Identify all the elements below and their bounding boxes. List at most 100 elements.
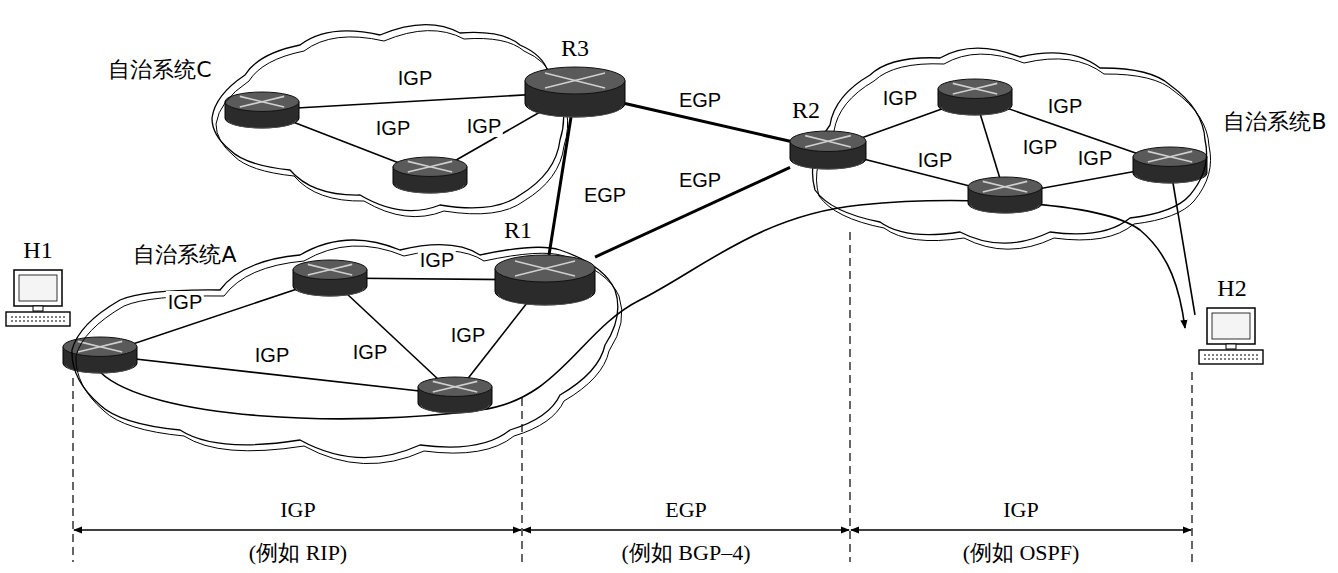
routers-part (418, 377, 492, 413)
routers-part-part (308, 264, 330, 269)
routers-part-part (393, 157, 467, 176)
routers-part-part (262, 96, 284, 101)
router-shape-part-part (828, 136, 851, 142)
link-label: EGP (582, 184, 628, 206)
device-label: R2 (792, 97, 820, 123)
as-region: 自治系统A R1 (60, 230, 630, 450)
link-label: IGP (374, 117, 412, 139)
link-label: IGP (418, 249, 456, 271)
routers-part-part (308, 270, 330, 275)
routers-part-part (225, 92, 299, 111)
router-shape-part-part (575, 73, 605, 80)
protocol-scope-label: EGP (665, 498, 707, 522)
host-computer: H1 (5, 268, 71, 330)
link-label: IGP (465, 115, 503, 137)
link-label: IGP (1021, 136, 1059, 158)
routers-part-part (100, 347, 122, 352)
routers-part (968, 177, 1042, 213)
router-shape-part-part (545, 261, 575, 268)
routers-part-part (330, 270, 352, 275)
protocol-scope-label: (例如 BGP–4) (622, 541, 751, 565)
routers-part-part (433, 381, 455, 386)
router-shape-part-part (515, 269, 545, 276)
dimension-arrows (74, 529, 1191, 530)
host-shape-part-part (1199, 350, 1263, 364)
routers-part-part (78, 347, 100, 352)
routers-part-part (240, 96, 262, 101)
host-shape-part-part (11, 321, 65, 322)
region-name: 自治系统B (1223, 110, 1326, 134)
routers-part-part (296, 288, 364, 296)
routers-part (225, 92, 299, 128)
device-label: R3 (561, 35, 589, 61)
host-shape-part-part (14, 270, 62, 306)
routers-part-part (1148, 157, 1170, 162)
host-shape-part-part (1204, 355, 1258, 356)
routers-part-part (430, 167, 452, 172)
igp-links-part (330, 278, 455, 395)
cloud-shape (100, 20, 600, 220)
egp-link (549, 117, 571, 255)
link-label: IGP (449, 324, 487, 346)
routers (63, 79, 1207, 413)
router-shape-part-part (528, 106, 622, 117)
routers-part-part (293, 260, 367, 279)
cloud-shape-part-part (212, 25, 564, 211)
cloud-shape-part-part (216, 31, 568, 217)
cloud-shape (790, 45, 1335, 240)
link-label: IGP (166, 291, 204, 313)
link-label: IGP (351, 341, 389, 363)
cloud-shape-part-part (76, 246, 622, 464)
routers-part-part (975, 83, 997, 88)
region-name: 自治系统A (133, 243, 236, 267)
router-shape-part-part (790, 131, 866, 152)
host-shape-part-part (1226, 344, 1236, 349)
device-label: H2 (1217, 275, 1246, 301)
dashed-boundaries-part (72, 378, 73, 562)
as-region: 自治系统B R2 (790, 45, 1335, 240)
dimension-arrows-part (74, 529, 521, 530)
dimension-arrows-part (851, 529, 1191, 530)
routers-part (938, 79, 1012, 115)
protocol-scope-label: (例如 OSPF) (963, 541, 1080, 565)
router-shape-part (525, 67, 625, 117)
router-shape-part-part (828, 141, 851, 147)
routers-part-part (433, 387, 455, 392)
routers-part-part (430, 161, 452, 166)
routers-part-part (396, 185, 464, 193)
routers-part-part (1005, 181, 1027, 186)
routers-part-part (1148, 151, 1170, 156)
dashed-boundaries-part (849, 232, 850, 562)
router-shape-part-part (575, 81, 605, 88)
host-shape-part-part (1212, 313, 1250, 339)
cloud-shape-part-part (817, 54, 1211, 249)
routers-part-part (262, 102, 284, 107)
host-shape-part-part (1207, 308, 1255, 344)
dashed-boundaries-part (1191, 372, 1192, 562)
routers-part-part (1170, 151, 1192, 156)
link-label: EGP (677, 89, 723, 111)
border-router: R3 (525, 67, 625, 117)
cloud-shape-part (72, 240, 622, 464)
router-shape-part (495, 255, 595, 305)
igp-links-part (1170, 165, 1195, 315)
host-shape (5, 268, 71, 330)
host-shape-part-part (6, 312, 70, 326)
routers-part-part (983, 181, 1005, 186)
routers-part (1133, 147, 1207, 183)
link-label: EGP (677, 169, 723, 191)
link-label: IGP (916, 149, 954, 171)
routers-part-part (240, 102, 262, 107)
routers-part-part (421, 405, 489, 413)
link-label: IGP (1076, 147, 1114, 169)
routers-part-part (455, 381, 477, 386)
routers-part-part (983, 187, 1005, 192)
router-shape (790, 131, 866, 169)
routers-part-part (1005, 187, 1027, 192)
device-label: R1 (504, 217, 532, 243)
border-router: R1 (495, 255, 595, 305)
router-shape-part-part (515, 261, 545, 268)
protocol-scope-label: IGP (1003, 498, 1038, 522)
cloud-shape-part (813, 48, 1211, 249)
